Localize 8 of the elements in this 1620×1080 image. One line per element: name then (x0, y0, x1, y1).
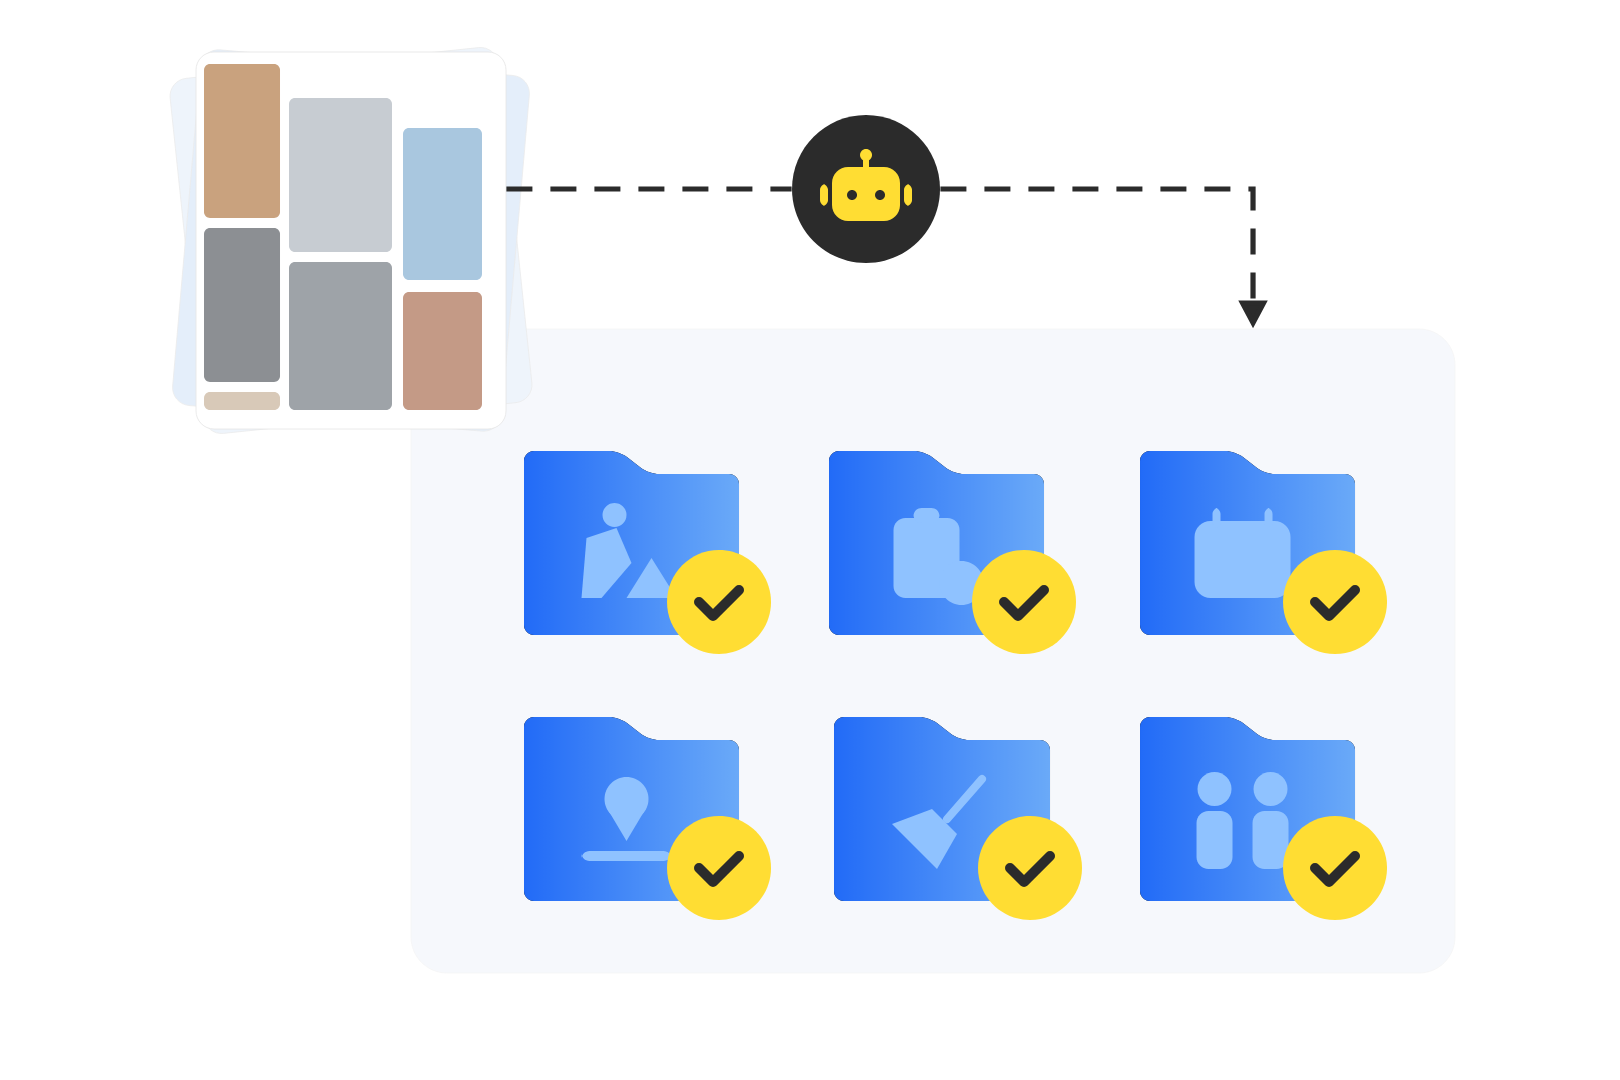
folder-drawing (1140, 717, 1387, 920)
folder-drawing (1140, 451, 1387, 654)
folder-drawing (524, 451, 771, 654)
robot-icon (792, 115, 940, 263)
folder-drawing (524, 717, 771, 920)
folder-drawing (829, 451, 1076, 654)
photo-collage-drawing (169, 47, 533, 434)
folder-drawing (834, 717, 1082, 920)
